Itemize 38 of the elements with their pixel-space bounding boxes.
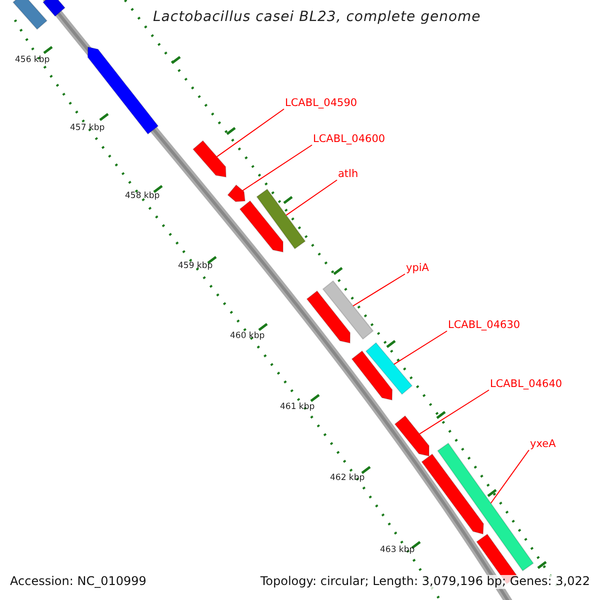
leader-line <box>352 274 406 306</box>
scale-label: 456 kbp <box>15 56 50 66</box>
gene-feature <box>394 415 430 457</box>
gene-label: LCABL_04600 <box>313 133 386 146</box>
scale-label: 461 kbp <box>280 403 315 413</box>
gene-feature <box>42 0 66 17</box>
scale-label: 459 kbp <box>178 262 213 272</box>
gene-feature <box>12 0 48 30</box>
gene-feature <box>256 188 306 250</box>
genome-info-text: Topology: circular; Length: 3,079,196 bp; Genes: 3,022 <box>260 575 590 589</box>
gene-feature <box>227 184 246 202</box>
leader-line <box>242 144 312 192</box>
leader-line <box>419 390 490 434</box>
scale-label: 458 kbp <box>125 192 160 202</box>
gene-feature <box>192 140 227 178</box>
gene-feature <box>239 200 284 253</box>
gene-label: LCABL_04630 <box>448 319 520 332</box>
gene-feature <box>87 46 159 135</box>
leader-line <box>286 180 338 216</box>
diagram-title: Lactobacillus casei BL23, complete genome <box>153 9 481 26</box>
accession-text: Accession: NC_010999 <box>10 575 146 589</box>
gene-feature <box>365 342 413 395</box>
scale-label: 457 kbp <box>70 124 105 134</box>
gene-label: atlh <box>338 168 358 180</box>
leader-line <box>393 330 448 365</box>
leader-line <box>216 108 284 158</box>
gene-label: yxeA <box>530 438 556 450</box>
gene-feature <box>351 350 393 401</box>
scale-label: 460 kbp <box>230 332 265 342</box>
gene-label: LCABL_04640 <box>490 378 562 390</box>
leader-line <box>490 450 530 504</box>
gene-feature <box>306 290 351 344</box>
gene-feature <box>322 280 374 340</box>
scale-label: 462 kbp <box>330 474 365 484</box>
gene-label: ypiA <box>406 262 429 274</box>
gene-feature <box>421 453 484 535</box>
gene-label: LCABL_04590 <box>285 97 358 110</box>
scale-label: 463 kbp <box>380 546 415 556</box>
